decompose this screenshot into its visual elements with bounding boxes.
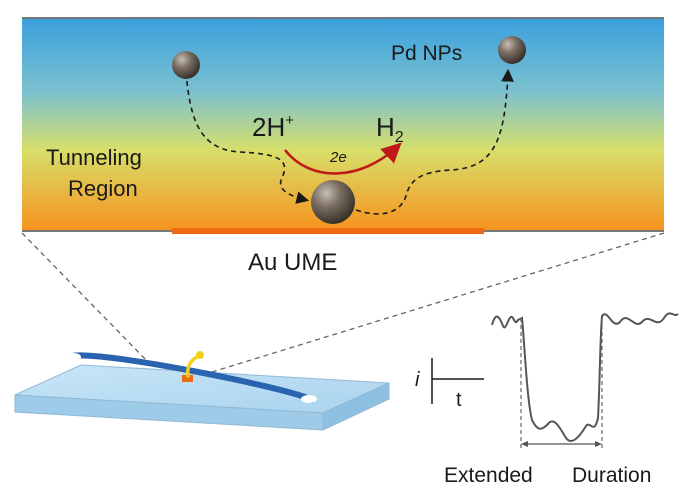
reaction-arrow-icon — [284, 142, 402, 175]
extended-duration-label-word1: Extended — [444, 464, 533, 487]
pd-nps-label: Pd NPs — [391, 42, 462, 65]
pd-nanoparticle-icon — [172, 51, 200, 79]
microfluidic-chip-icon — [14, 351, 390, 431]
current-time-axis-icon — [431, 358, 484, 404]
pd-nanoparticle-icon — [311, 180, 355, 224]
axis-time-label: t — [456, 389, 462, 411]
duration-arrowhead-right — [595, 441, 602, 447]
zoom-guide-left — [21, 232, 153, 367]
pd-nanoparticle-icon — [498, 36, 526, 64]
electron-count-label: 2e — [329, 149, 347, 166]
zoom-guide-right — [211, 232, 665, 373]
particle-trajectory-path-out — [355, 68, 514, 215]
au-ume-electrode — [172, 228, 484, 234]
duration-arrowhead-left — [521, 441, 528, 447]
tunneling-region-label-line1: Tunneling — [46, 145, 142, 170]
proton-label: 2H+ — [252, 112, 294, 142]
au-ume-label: Au UME — [248, 249, 337, 276]
tunneling-region-label-line2: Region — [68, 176, 138, 201]
current-trace-line — [491, 312, 679, 442]
axis-current-label: i — [415, 369, 420, 391]
hydrogen-label: H2 — [376, 112, 404, 146]
particle-trajectory-path — [185, 71, 310, 204]
extended-duration-label-word2: Duration — [572, 464, 651, 487]
